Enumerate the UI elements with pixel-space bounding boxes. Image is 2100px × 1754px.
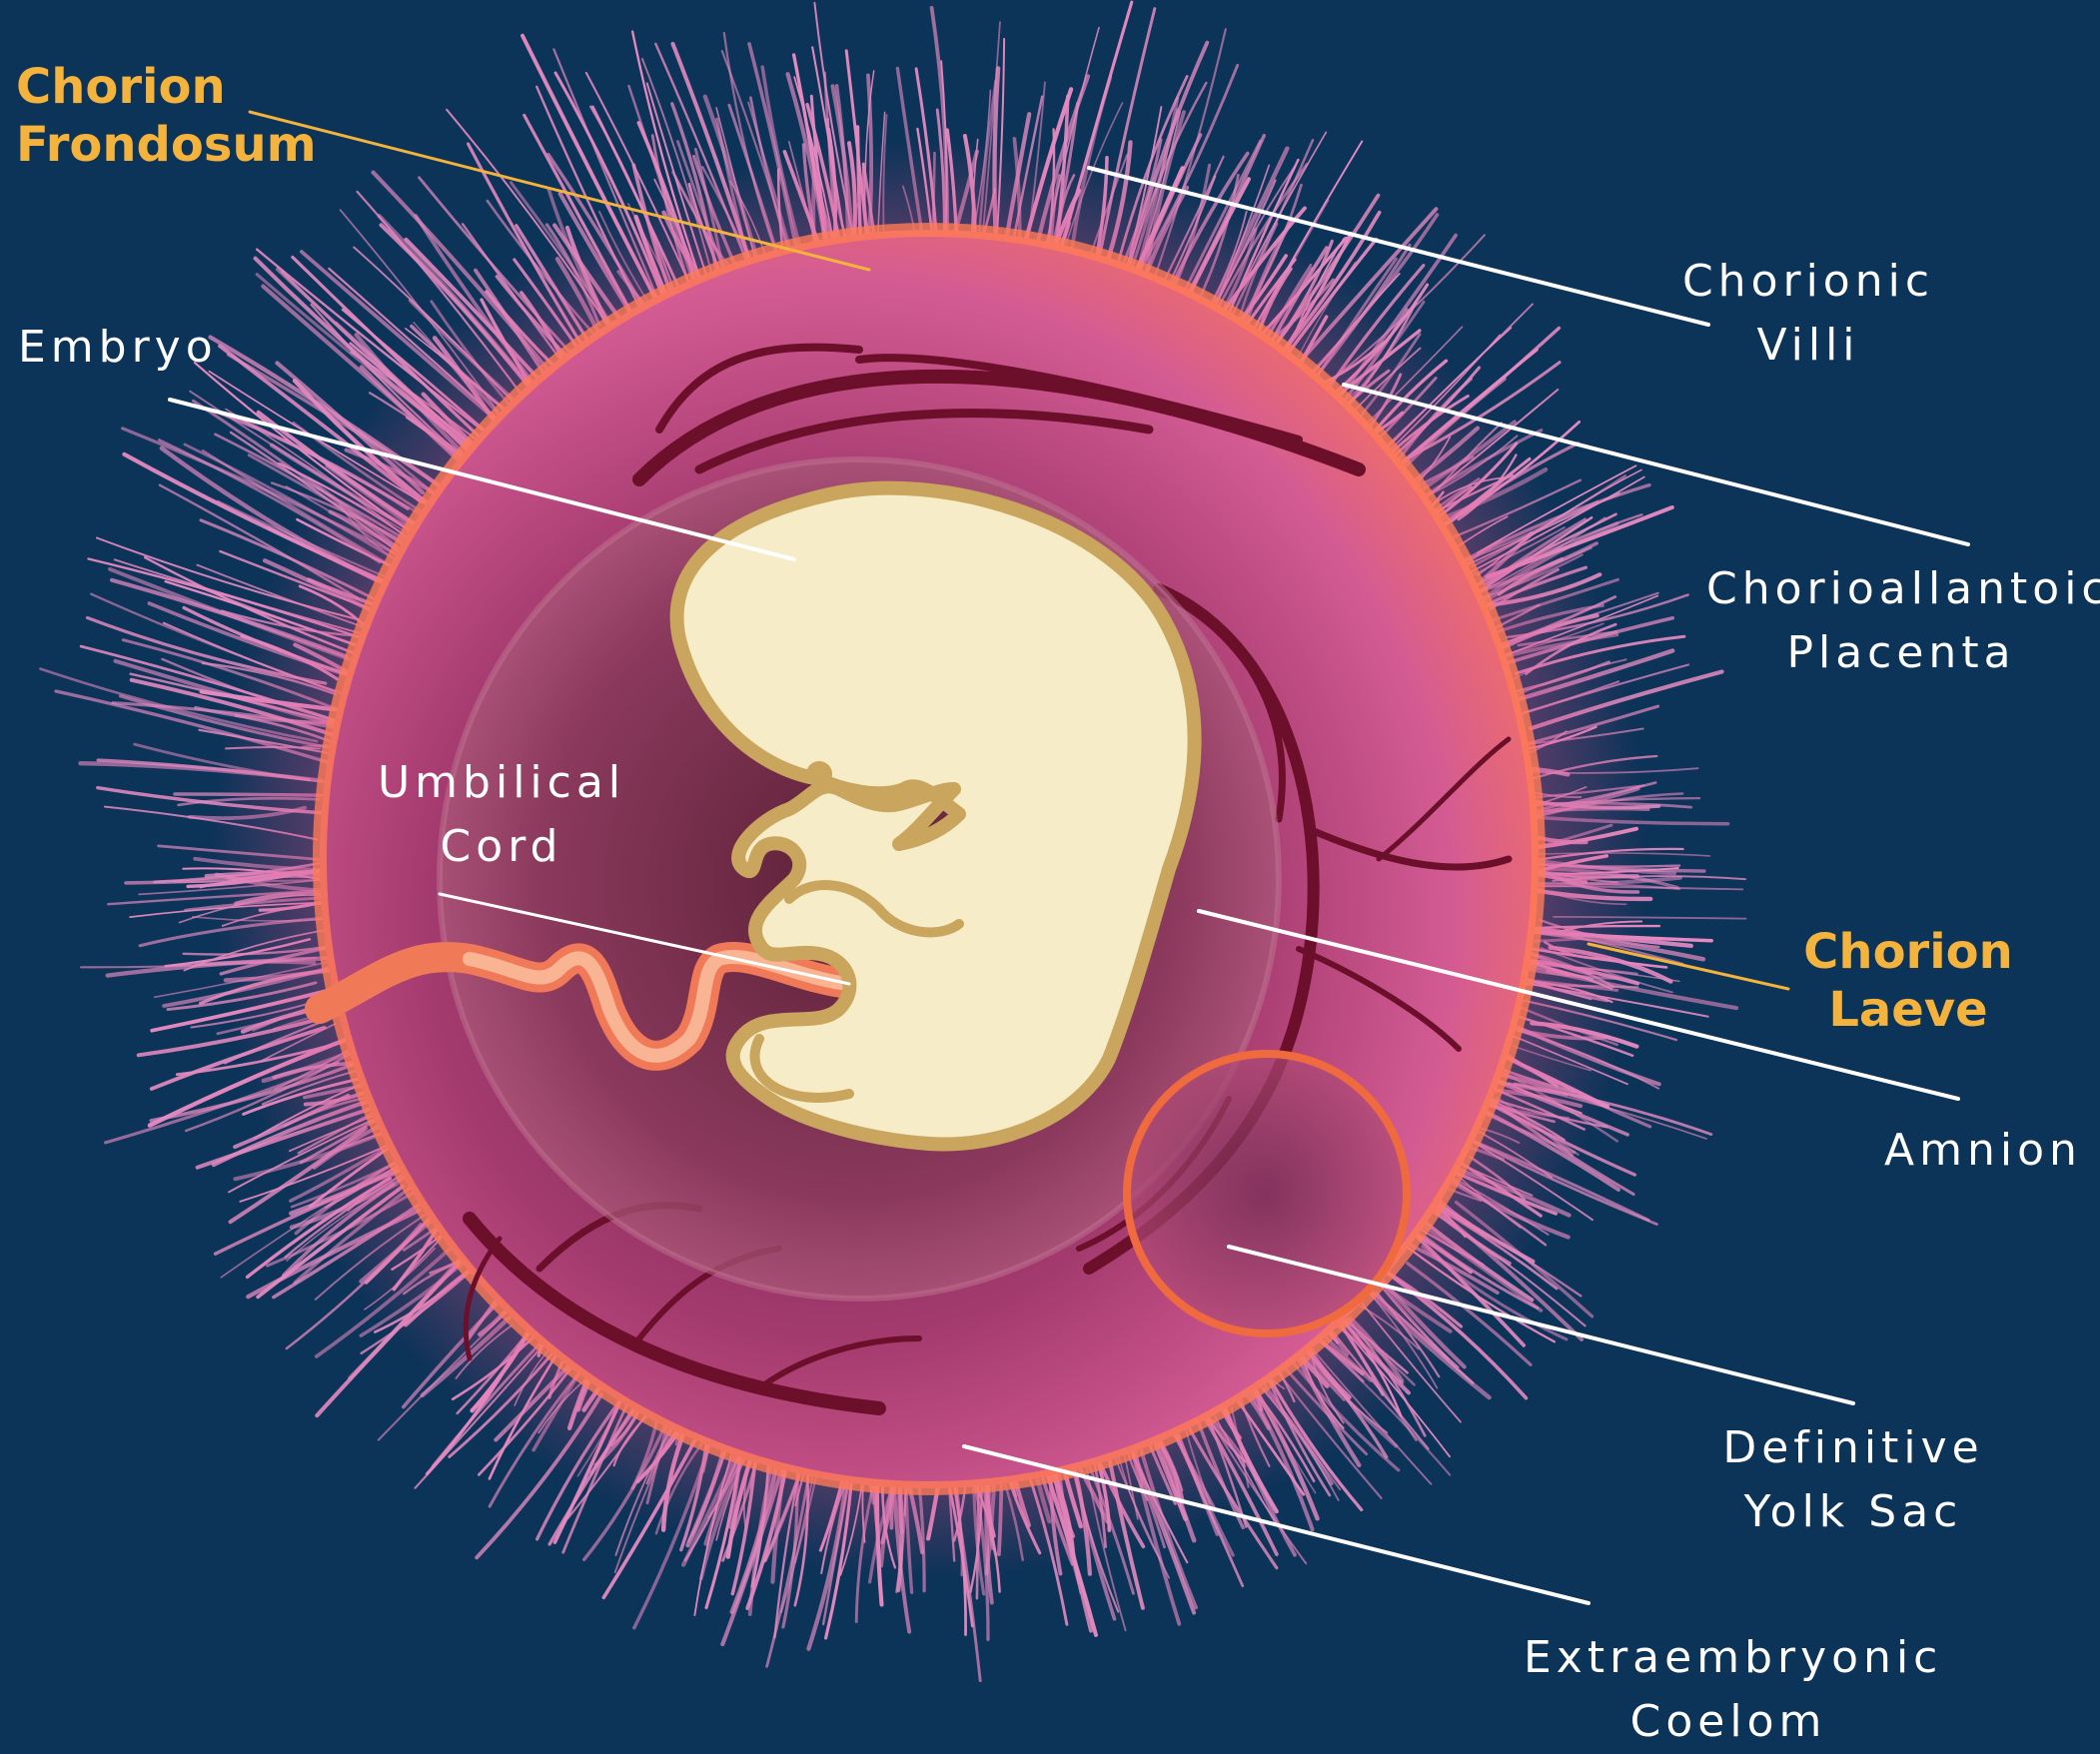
label-umbilical-cord-line1: Umbilical [372,751,631,815]
label-amnion-line1: Amnion [1878,1119,2088,1183]
definitive-yolk-sac [1127,1054,1407,1333]
label-extraembryonic-coelom-line2: Coelom [1524,1690,1933,1754]
label-extraembryonic-coelom: Extraembryonic Coelom [1524,1626,1933,1754]
label-definitive-yolk-sac-line2: Yolk Sac [1713,1480,1993,1544]
label-chorioallantoic-placenta-line2: Placenta [1706,621,2096,685]
label-chorioallantoic-placenta: Chorioallantoic Placenta [1706,557,2096,685]
label-chorionic-villi-line2: Villi [1668,314,1948,378]
label-chorion-laeve-line2: Laeve [1798,981,2018,1039]
label-chorionic-villi-line1: Chorionic [1668,250,1948,314]
label-embryo: Embryo [18,316,218,380]
label-chorion-laeve: Chorion Laeve [1798,923,2018,1039]
label-embryo-line1: Embryo [18,316,218,380]
label-definitive-yolk-sac: Definitive Yolk Sac [1713,1416,1993,1544]
label-umbilical-cord-line2: Cord [372,815,631,879]
label-chorioallantoic-placenta-line1: Chorioallantoic [1706,557,2096,621]
label-amnion: Amnion [1878,1119,2088,1183]
label-chorion-laeve-line1: Chorion [1798,923,2018,981]
label-chorion-frondosum: Chorion Frondosum [16,58,317,174]
label-chorion-frondosum-line1: Chorion [16,58,317,116]
label-extraembryonic-coelom-line1: Extraembryonic [1524,1626,1933,1690]
embryo-eye [806,761,832,787]
label-chorionic-villi: Chorionic Villi [1668,250,1948,378]
label-chorion-frondosum-line2: Frondosum [16,116,317,174]
label-umbilical-cord: Umbilical Cord [372,751,631,879]
label-definitive-yolk-sac-line1: Definitive [1713,1416,1993,1480]
